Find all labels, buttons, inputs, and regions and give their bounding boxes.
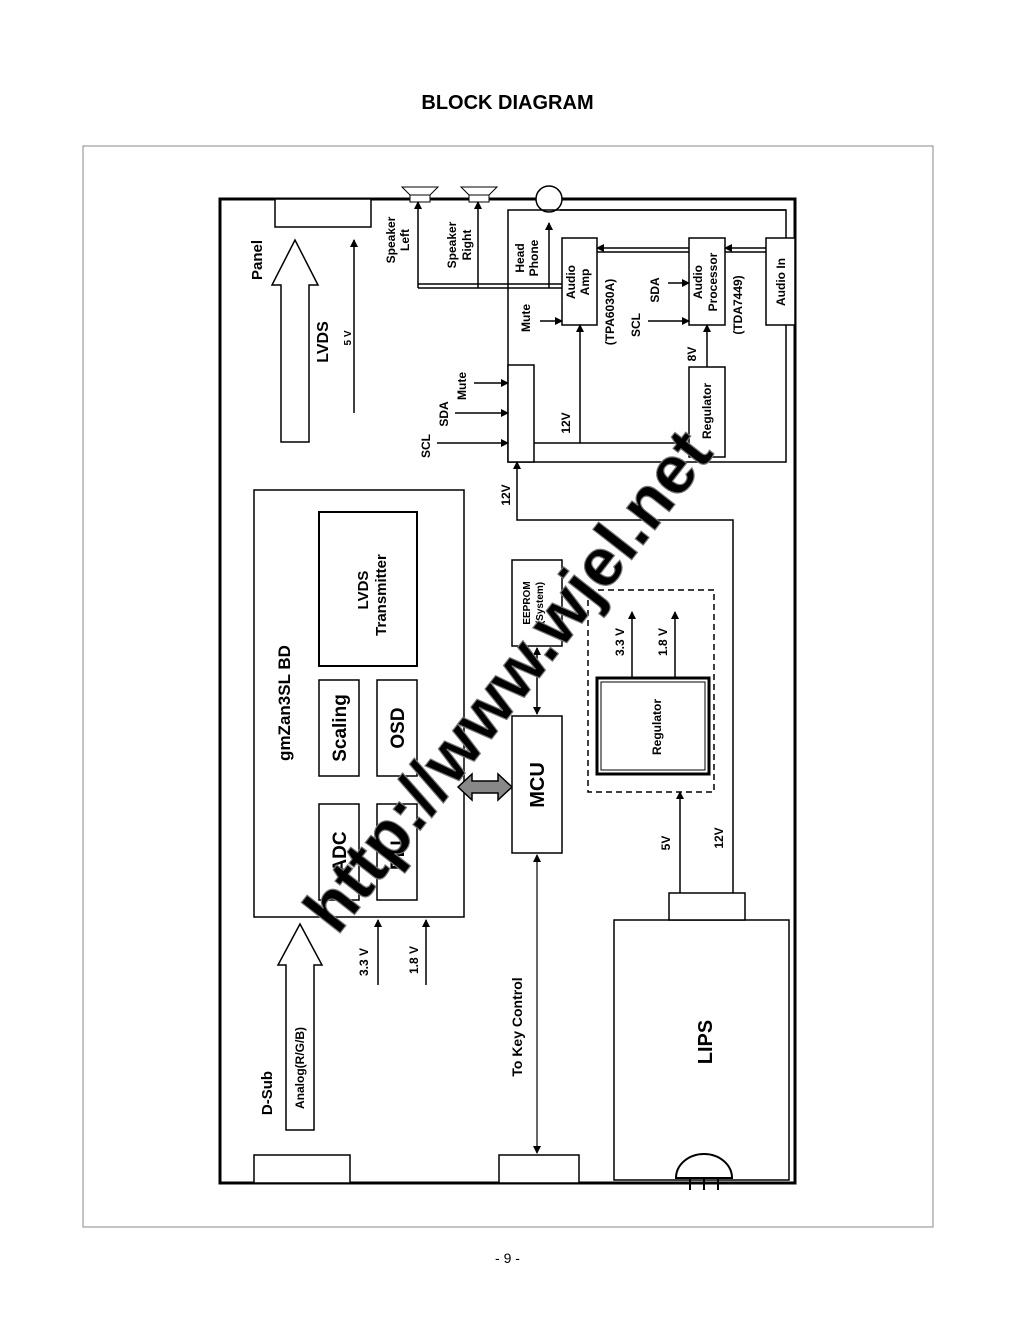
lips-connector [668, 892, 746, 921]
tpa-label: (TPA6030A) [603, 279, 617, 345]
one-eight-v-reg-label: 1.8 V [656, 628, 670, 656]
eeprom-label: EEPROM [522, 581, 533, 624]
three-three-v-gm-label: 3.3 V [357, 948, 371, 976]
headphone-jack-icon [535, 185, 563, 213]
sda-audio-label: SDA [648, 277, 662, 303]
pll-label: PLL [388, 834, 409, 870]
mcu-label: MCU [527, 762, 549, 808]
three-three-v-reg-label: 3.3 V [613, 628, 627, 656]
head-phone-label-2: Phone [527, 239, 541, 276]
pll-box [376, 803, 418, 901]
analog-arrow [276, 922, 324, 1131]
twelve-v-lips-label: 12V [712, 827, 726, 848]
mcu-box [511, 715, 563, 854]
audio-processor-label-2: Processor [706, 252, 720, 311]
twelve-v-reg-label: 12V [559, 412, 573, 433]
audio-processor-label: Audio [691, 265, 705, 299]
lips-box [613, 919, 790, 1181]
speaker-left-icon [400, 186, 440, 203]
audio-amp-label: Audio [564, 265, 578, 299]
osd-box [376, 679, 418, 777]
audio-in-label: Audio In [774, 258, 788, 306]
regulator-dashed-frame [587, 589, 715, 793]
lvds-transmitter-label: LVDS [355, 571, 372, 610]
mute-amp-label: Mute [519, 304, 533, 332]
five-v-lips-label: 5V [659, 836, 673, 851]
to-key-control-label: To Key Control [509, 977, 525, 1076]
scaling-box [318, 679, 360, 777]
page-title: BLOCK DIAGRAM [421, 92, 594, 114]
d-sub-connector [253, 1154, 351, 1184]
lvds-arrow [270, 238, 320, 443]
analog-label: Analog(R/G/B) [293, 1027, 307, 1109]
speaker-right-label: Speaker [445, 221, 459, 268]
lvds-label: LVDS [315, 321, 332, 363]
speaker-left-label-2: Left [398, 229, 412, 251]
audio-in-box [765, 237, 796, 326]
regulator-main-label: Regulator [650, 699, 664, 755]
key-control-connector [498, 1154, 580, 1184]
eight-v-label: 8V [685, 347, 699, 362]
speaker-right-label-2: Right [460, 230, 474, 261]
speaker-left-label: Speaker [384, 216, 398, 263]
regulator-main-box [595, 676, 711, 776]
lvds-transmitter-label-2: Transmitter [373, 554, 390, 636]
eeprom-box [511, 559, 563, 647]
outer-frame [82, 145, 934, 1228]
d-sub-label: D-Sub [259, 1071, 276, 1115]
panel-label: Panel [249, 240, 266, 280]
lvds-transmitter-box [318, 511, 418, 667]
twelve-v-conn-label: 12V [499, 484, 513, 505]
panel-connector [274, 198, 372, 228]
audio-connector [507, 364, 535, 463]
osd-label: OSD [388, 707, 409, 748]
audio-amp-label-2: Amp [578, 269, 592, 296]
page-number: - 9 - [495, 1250, 520, 1266]
scl-conn-label: SCL [419, 434, 433, 458]
audio-amp-box [561, 237, 598, 326]
ac-inlet-icon [674, 1153, 734, 1190]
five-v-label: 5 V [343, 330, 354, 345]
one-eight-v-gm-label: 1.8 V [407, 946, 421, 974]
tda-label: (TDA7449) [731, 275, 745, 334]
eeprom-label-2: (System) [535, 582, 546, 624]
scaling-label: Scaling [330, 694, 351, 762]
sda-conn-label: SDA [437, 401, 451, 427]
audio-regulator-label: Regulator [700, 383, 714, 439]
scl-audio-label: SCL [629, 313, 643, 337]
gmzan-label: gmZan3SL BD [275, 645, 294, 761]
adc-box [318, 803, 360, 901]
adc-label: ADC [330, 831, 351, 872]
head-phone-label: Head [513, 243, 527, 272]
lips-label: LIPS [695, 1020, 717, 1064]
mute-conn-label: Mute [455, 372, 469, 400]
